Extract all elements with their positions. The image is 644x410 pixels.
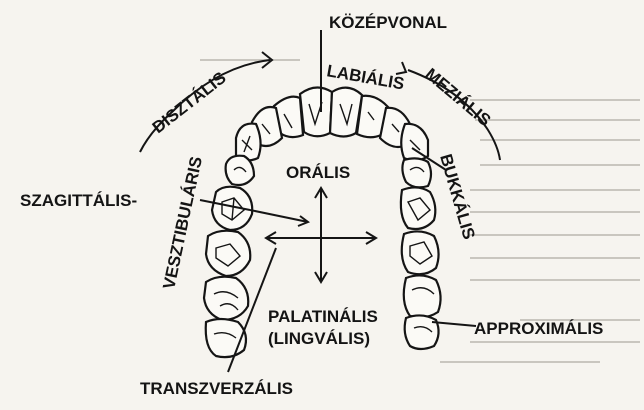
tooth-second-premolar-right (402, 158, 431, 187)
tooth-second-molar-left (206, 231, 250, 276)
label-lingvalis: (LINGVÁLIS) (268, 329, 370, 348)
tooth-second-premolar-left (226, 156, 254, 185)
label-mezialis: MEZIÁLIS (421, 65, 494, 131)
tooth-central-incisor-left (300, 87, 332, 136)
tooth-third-molar-right (404, 275, 441, 317)
label-szagittalis: SZAGITTÁLIS- (20, 191, 137, 210)
tooth-first-molar-right (401, 187, 435, 229)
label-vesztibularis: VESZTIBULÁRIS (159, 155, 206, 291)
tooth-extra-molar-left (206, 319, 246, 357)
szagittalis-arrow (250, 210, 308, 222)
label-palatinalis: PALATINÁLIS (268, 307, 378, 326)
label-disztalis: DISZTÁLIS (149, 68, 230, 137)
tooth-extra-molar-right (405, 315, 439, 349)
label-transzverzalis: TRANSZVERZÁLIS (140, 379, 293, 398)
label-bukkalis: BUKKÁLIS (436, 152, 478, 242)
tooth-third-molar-left (204, 277, 248, 320)
label-approximalis: APPROXIMÁLIS (474, 319, 603, 338)
label-oralis: ORÁLIS (286, 163, 350, 182)
label-kozepvonal: KÖZÉPVONAL (329, 13, 447, 32)
tooth-second-molar-right (402, 231, 439, 274)
